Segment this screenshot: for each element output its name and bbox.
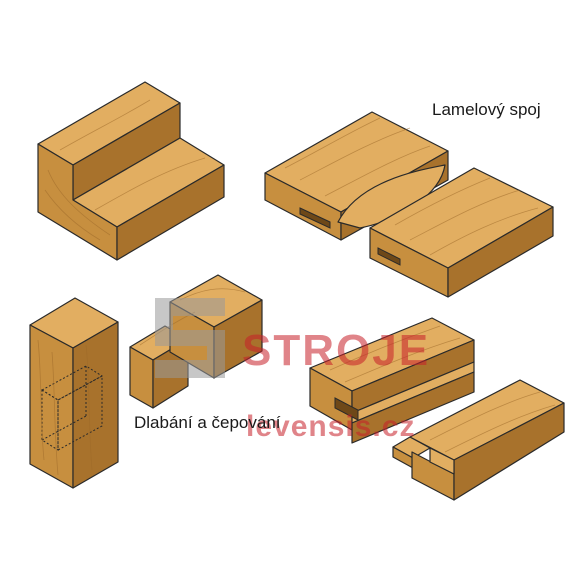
biscuit-joint-label: Lamelový spoj	[432, 100, 541, 119]
watermark-s-logo	[155, 298, 225, 378]
rebate-block	[37, 81, 225, 261]
biscuit-board-right	[369, 167, 554, 298]
watermark: STROJE levensis.cz	[155, 298, 430, 443]
mortise-post	[29, 297, 119, 489]
watermark-word-bottom: levensis.cz	[246, 410, 415, 443]
biscuit-board-left	[264, 111, 449, 241]
tongue-board	[392, 379, 565, 501]
groove-board	[309, 317, 475, 444]
mortise-tenon-label: Dlabání a čepování	[134, 413, 281, 432]
watermark-word-top: STROJE	[242, 326, 430, 375]
